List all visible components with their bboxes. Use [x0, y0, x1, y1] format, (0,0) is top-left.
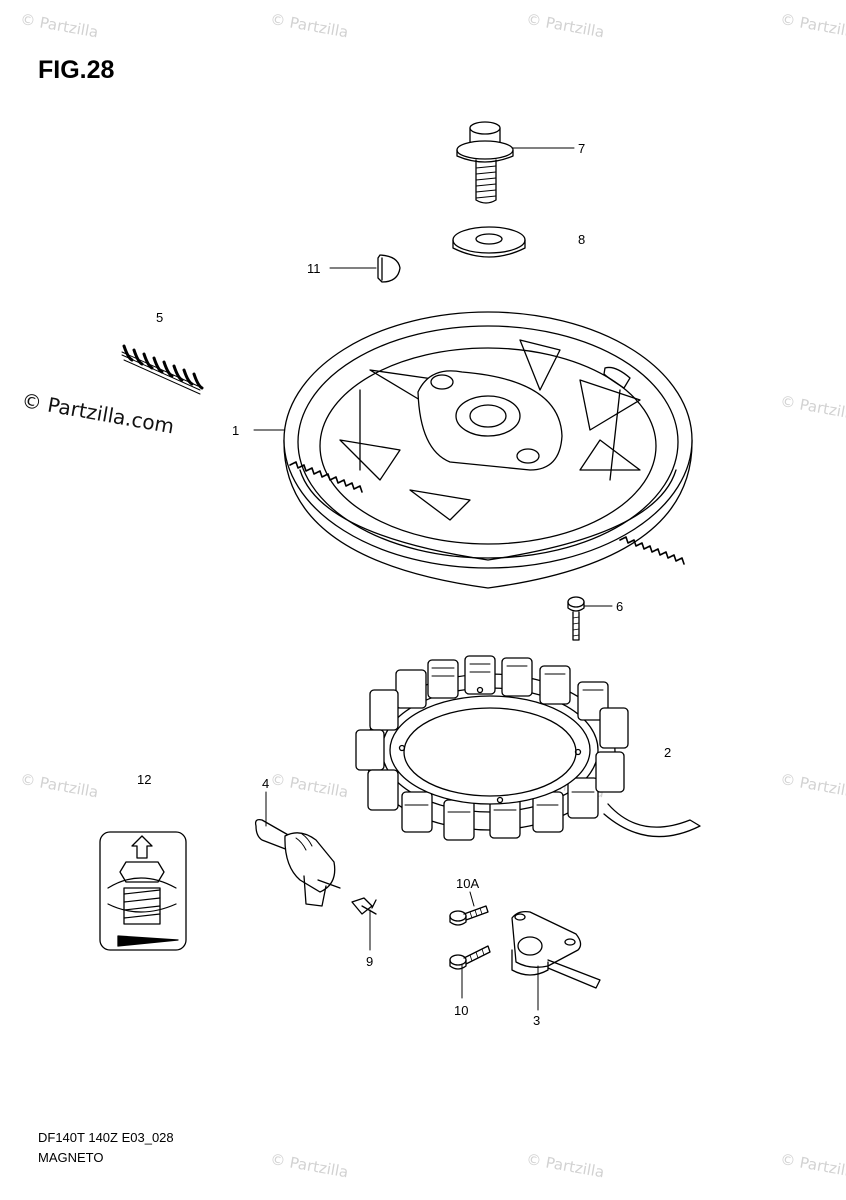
flywheel-part-1 [283, 311, 693, 589]
sensor-part-3 [511, 910, 601, 989]
callout-3: 3 [533, 1013, 541, 1028]
connector-part-4 [254, 818, 341, 907]
screw-part-9 [351, 897, 377, 915]
callout-12: 12 [137, 772, 152, 787]
callout-8: 8 [578, 232, 586, 247]
thread-lock-icon [99, 831, 187, 951]
callout-2: 2 [664, 745, 672, 760]
key-part-11 [377, 254, 401, 283]
spring-part-5 [121, 344, 204, 395]
callout-11: 11 [307, 261, 321, 276]
stator-part-2 [355, 655, 701, 841]
callout-4: 4 [262, 776, 270, 791]
bolt-part-10 [449, 945, 491, 970]
callout-1: 1 [232, 423, 240, 438]
flange-bolt-part-7 [456, 121, 514, 204]
diagram-code: DF140T 140Z E03_028 [38, 1130, 174, 1145]
callout-7: 7 [578, 141, 586, 156]
callout-6: 6 [616, 599, 624, 614]
callout-5: 5 [156, 310, 164, 325]
section-name: MAGNETO [38, 1150, 104, 1165]
figure-title: FIG.28 [38, 56, 115, 84]
screw-part-6 [567, 596, 585, 641]
callout-10a: 10A [456, 876, 480, 891]
callout-9: 9 [366, 954, 374, 969]
callout-10: 10 [454, 1003, 469, 1018]
bolt-part-10a [449, 905, 489, 926]
washer-part-8 [452, 226, 526, 258]
